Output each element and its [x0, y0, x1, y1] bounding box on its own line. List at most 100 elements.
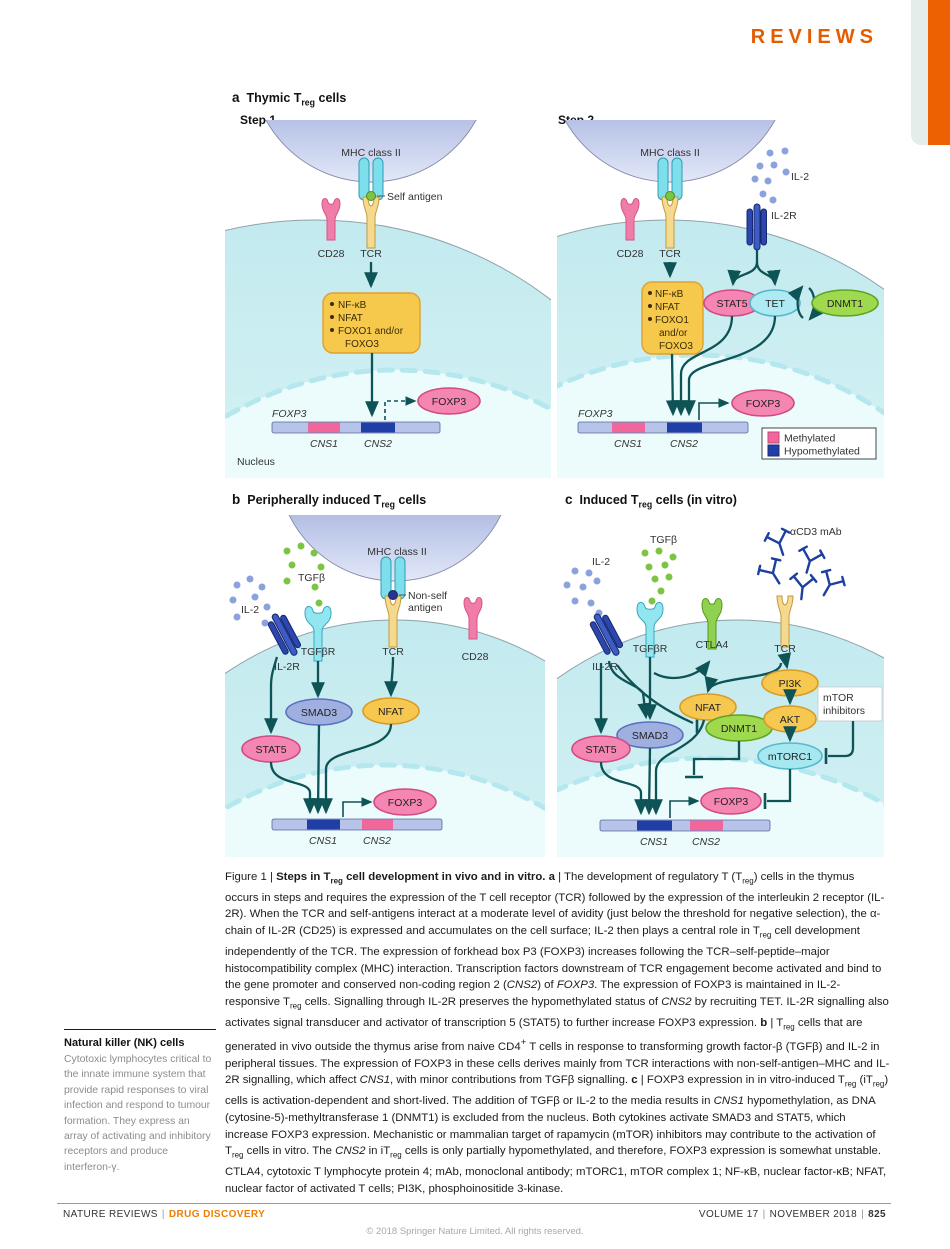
glossary-box: Natural killer (NK) cells Cytotoxic lymp…	[64, 1029, 216, 1175]
il2-cytokine-dots	[229, 575, 271, 627]
il2r-label: IL-2R	[771, 210, 797, 222]
acd3-mab-label: αCD3 mAb	[790, 526, 842, 538]
cns1-segment-hypomethylated	[637, 820, 672, 831]
non-self-antigen-label-1: Non-self	[408, 590, 447, 602]
tgfb-label: TGFβ	[650, 534, 677, 546]
svg-text:NF-κB: NF-κB	[655, 289, 684, 300]
smad3-protein: SMAD3	[616, 721, 684, 749]
panel-a-step1-diagram: MHC class II Self antigen CD28 TCR NF-κB…	[225, 120, 551, 478]
glossary-title: Natural killer (NK) cells	[64, 1037, 185, 1049]
cns2-segment-hypomethylated	[361, 422, 395, 433]
tgfbr-label: TGFβR	[633, 643, 668, 655]
mhc-label: MHC class II	[640, 147, 700, 159]
nfat-to-gene-arrow	[649, 719, 706, 816]
akt-protein: AKT	[763, 705, 817, 733]
il2-label: IL-2	[592, 556, 610, 568]
copyright-line: © 2018 Springer Nature Limited. All righ…	[366, 1226, 584, 1237]
svg-text:STAT5: STAT5	[585, 744, 616, 756]
mtorc1-protein: mTORC1	[757, 742, 823, 770]
journal-name: NATURE REVIEWS	[63, 1209, 158, 1220]
page-edge-strip	[911, 0, 928, 145]
foxp3-gene-bar	[271, 421, 441, 434]
legend-hypomethylated: Hypomethylated	[784, 446, 860, 458]
cns2-label: CNS2	[363, 835, 391, 847]
il2r-to-stat5-arrow	[264, 656, 279, 735]
tgfb-cytokine-dots	[283, 542, 325, 607]
il2r-to-tet-arrow	[755, 261, 781, 287]
panel-a-step2-diagram: MHC class II CD28 TCR IL-2 IL-2R NF-κB N…	[557, 120, 884, 478]
mtor-inhibitors-label-1: mTOR	[823, 692, 854, 704]
foxp3-protein: FOXP3	[373, 788, 437, 816]
dnmt1-protein: DNMT1	[705, 714, 773, 742]
svg-text:DNMT1: DNMT1	[721, 723, 757, 735]
nfat-protein: NFAT	[679, 693, 737, 721]
cd28-label: CD28	[617, 248, 644, 260]
svg-text:FOXP3: FOXP3	[432, 396, 467, 408]
foxp3-gene-bar	[577, 421, 749, 434]
foxp3-protein: FOXP3	[700, 787, 762, 815]
footer-journal: NATURE REVIEWS|DRUG DISCOVERY	[63, 1209, 266, 1220]
stat5-protein: STAT5	[571, 735, 631, 763]
svg-text:NFAT: NFAT	[695, 702, 722, 714]
cns1-label: CNS1	[310, 438, 338, 450]
exchange-cycle-arrow-up	[787, 285, 804, 319]
transcription-factor-box: NF-κB NFAT FOXO1 and/or FOXO3	[322, 292, 421, 354]
cns1-segment-methylated	[612, 422, 645, 433]
cytokine-excludes-dnmt1-line	[616, 664, 694, 725]
tgfb-label: TGFβ	[298, 572, 325, 584]
cns2-segment-hypomethylated	[667, 422, 702, 433]
nucleus-label: Nucleus	[237, 456, 275, 468]
svg-text:DNMT1: DNMT1	[827, 298, 863, 310]
svg-text:FOXP3: FOXP3	[388, 797, 423, 809]
svg-text:FOXP3: FOXP3	[746, 398, 781, 410]
stat5-to-gene-arrow	[269, 761, 317, 815]
svg-text:FOXP3: FOXP3	[714, 796, 749, 808]
svg-text:STAT5: STAT5	[255, 744, 286, 756]
self-antigen-icon	[366, 191, 376, 201]
weak-expression-dashed-arrow	[384, 396, 417, 420]
journal-section: DRUG DISCOVERY	[168, 1209, 266, 1220]
cns1-label: CNS1	[614, 438, 642, 450]
il2r-label: IL-2R	[274, 661, 300, 673]
glossary-rule	[64, 1029, 216, 1030]
footer-issue: VOLUME 17|NOVEMBER 2018|825	[698, 1209, 886, 1220]
svg-text:mTORC1: mTORC1	[768, 751, 812, 763]
tcr-label: TCR	[659, 248, 681, 260]
mtor-inhibitors-label-2: inhibitors	[823, 705, 865, 717]
tgfbr-label: TGFβR	[301, 646, 336, 658]
self-antigen-label: Self antigen	[387, 191, 443, 203]
svg-text:FOXO1: FOXO1	[655, 315, 689, 326]
svg-text:FOXO3: FOXO3	[659, 341, 693, 352]
mtor-inhibitors-box: mTOR inhibitors	[817, 686, 883, 722]
section-header: REVIEWS	[750, 26, 878, 48]
mhc-label: MHC class II	[367, 546, 427, 558]
transcription-factor-box: NF-κB NFAT FOXO1 and/or FOXO3	[641, 281, 704, 355]
inhibitor-to-mtorc1-line	[828, 721, 855, 758]
stat5-protein: STAT5	[703, 289, 761, 317]
self-antigen-icon	[665, 191, 675, 201]
mhc-label: MHC class II	[341, 147, 401, 159]
cd28-label: CD28	[318, 248, 345, 260]
svg-text:TET: TET	[765, 298, 785, 310]
nfat-protein: NFAT	[362, 697, 420, 725]
glossary-body: Cytotoxic lymphocytes critical to the in…	[64, 1054, 212, 1173]
cns2-segment-methylated	[362, 819, 393, 830]
methylation-legend: Methylated Hypomethylated	[761, 427, 877, 460]
panel-c-diagram: IL-2 TGFβ αCD3 mAb IL-2R TGFβR CTLA4 TCR…	[557, 525, 884, 857]
methylated-swatch	[767, 431, 780, 444]
tgfb-cytokine-dots	[641, 547, 677, 605]
footer-rule	[57, 1203, 891, 1204]
hypomethylated-swatch	[767, 444, 780, 457]
expression-arrow	[342, 797, 373, 817]
il2-label: IL-2	[241, 604, 259, 616]
svg-text:SMAD3: SMAD3	[301, 707, 337, 719]
il2-cytokine-dots	[751, 147, 790, 204]
smad3-to-gene-arrow	[642, 747, 657, 816]
tcr-to-nfat-arrow	[704, 662, 783, 694]
cns2-label: CNS2	[364, 438, 392, 450]
tcr-to-pi3k-arrow	[777, 652, 792, 670]
expression-arrow	[669, 796, 700, 818]
